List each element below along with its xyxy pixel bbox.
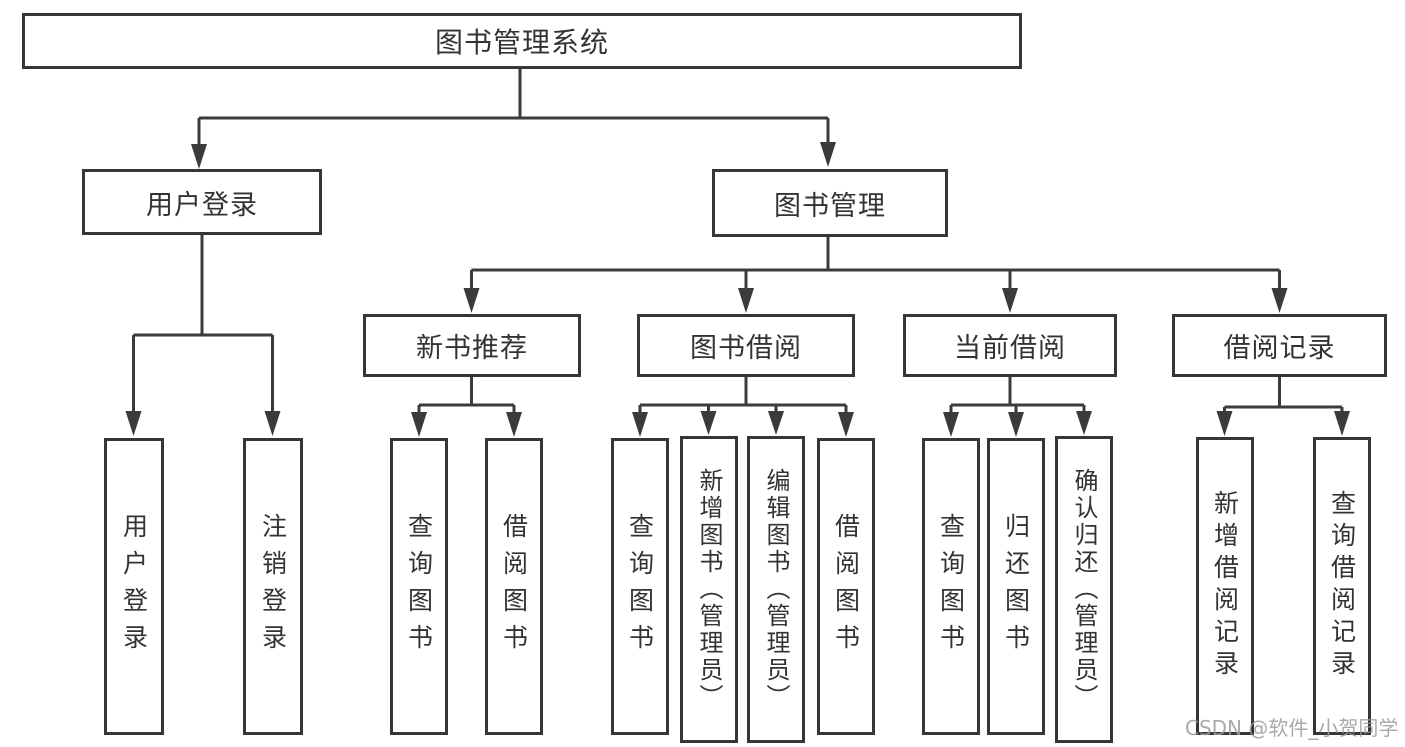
leaf-query-books-current: 查询图书 [922, 438, 980, 735]
node-book-management-label: 图书管理 [774, 190, 886, 222]
leaf-confirm-return-admin: 确认归还（管理员） [1055, 436, 1113, 743]
node-new-book-recommendation: 新书推荐 [363, 314, 581, 377]
leaf-add-borrow-record: 新增借阅记录 [1196, 437, 1254, 735]
node-book-management: 图书管理 [712, 169, 948, 237]
leaf-return-books: 归还图书 [987, 438, 1045, 735]
leaf-query-borrow-record: 查询借阅记录 [1313, 437, 1371, 735]
node-current-borrowing: 当前借阅 [903, 314, 1117, 377]
leaf-edit-book-admin: 编辑图书（管理员） [747, 436, 805, 743]
node-book-borrowing: 图书借阅 [637, 314, 855, 377]
node-library-system: 图书管理系统 [22, 13, 1022, 69]
node-borrowing-records-label: 借阅记录 [1223, 333, 1336, 364]
watermark: CSDN @软件_小贺同学 [1185, 716, 1399, 740]
node-user-login: 用户登录 [82, 169, 322, 235]
leaf-borrow-books: 借阅图书 [817, 438, 875, 735]
leaf-user-login: 用户登录 [104, 438, 164, 735]
node-user-login-label: 用户登录 [146, 189, 258, 221]
leaf-logout: 注销登录 [243, 438, 303, 735]
leaf-query-books-recommend: 查询图书 [390, 438, 448, 735]
node-current-borrowing-label: 当前借阅 [954, 333, 1066, 364]
node-library-system-label: 图书管理系统 [434, 26, 609, 59]
node-book-borrowing-label: 图书借阅 [690, 333, 802, 364]
node-new-book-recommendation-label: 新书推荐 [416, 333, 528, 364]
leaf-borrow-books-recommend: 借阅图书 [485, 438, 543, 735]
node-borrowing-records: 借阅记录 [1172, 314, 1387, 377]
leaf-add-book-admin: 新增图书（管理员） [680, 436, 738, 743]
leaf-query-books-borrowing: 查询图书 [611, 438, 669, 735]
